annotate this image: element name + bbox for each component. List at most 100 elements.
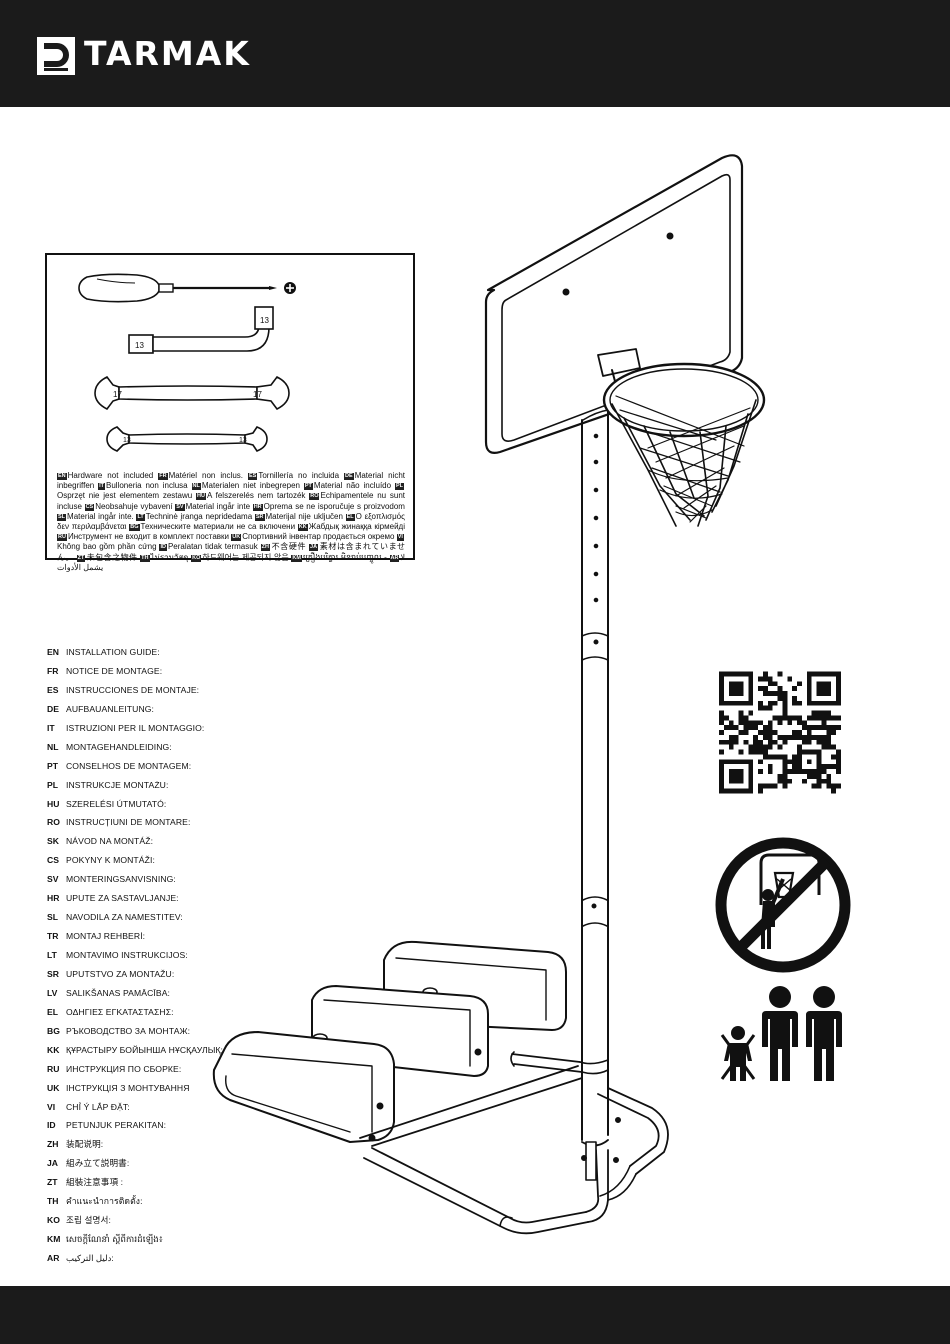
qr-module [826,691,832,696]
qr-module [826,783,832,789]
qr-module [753,744,759,750]
qr-module [719,769,724,774]
qr-module [821,720,827,726]
qr-module [767,730,773,735]
language-code: ZT [47,1177,58,1188]
language-label: MONTAVIMO INSTRUKCIJOS: [66,950,188,960]
qr-module [733,671,739,677]
notice-language-code: ZT [76,554,86,562]
qr-module [777,720,783,726]
qr-module [748,671,754,677]
qr-module [772,783,778,789]
qr-module [821,681,827,687]
qr-module [782,764,788,770]
qr-module [816,671,822,677]
qr-module [777,754,783,760]
notice-language-code: IT [98,483,106,491]
language-label: UPUTSTVO ZA MONTAŽU: [66,968,175,979]
notice-text: Matériel non inclus. [168,471,244,480]
qr-module [728,744,734,750]
qr-module [806,749,812,755]
qr-module [816,759,822,765]
qr-module [719,783,724,789]
qr-module [772,681,778,687]
qr-module [816,773,822,779]
qr-module [777,695,783,701]
qr-module [787,734,793,740]
qr-module [811,734,817,740]
qr-module [811,725,817,731]
qr-module [758,700,763,706]
qr-module [782,710,788,716]
notice-language-code: ID [159,544,167,552]
qr-module [748,764,754,770]
qr-module [743,725,749,731]
language-label: INSTRUCCIONES DE MONTAJE: [66,684,200,695]
notice-text: Жабдық жинаққа кірмейді [308,522,405,532]
qr-module [728,778,734,784]
qr-module [719,759,724,765]
notice-language-code: UK [231,534,242,542]
open-end-wrench-icon [94,375,290,411]
qr-module [806,730,812,735]
qr-module [797,749,802,755]
qr-module [748,681,754,687]
notice-text: Không bao gồm phần cứng [57,542,157,552]
language-code: HU [47,798,60,809]
qr-module [767,754,773,760]
qr-module [743,730,749,735]
language-label: دليل التركيب: [66,1253,114,1263]
notice-text: Techninė įranga nepridedama [145,511,253,521]
language-item: BG РЪКОВОДСТВО ЗА МОНТАЖ: [47,1022,287,1041]
qr-module [743,715,749,721]
language-code: CS [47,855,59,866]
language-code: SL [47,912,58,923]
qr-module [733,778,739,784]
language-code: BG [47,1025,60,1036]
qr-module [811,710,817,716]
qr-module [723,715,729,721]
language-code: ID [47,1120,56,1131]
qr-module [719,676,724,682]
qr-module [826,764,832,770]
qr-module [831,744,837,750]
notice-language-code: KO [191,554,202,562]
qr-module [748,676,754,682]
language-label: РЪКОВОДСТВО ЗА МОНТАЖ: [66,1025,191,1036]
qr-module [762,686,768,692]
qr-module [821,700,827,706]
qr-module [767,691,773,696]
qr-module [777,715,783,721]
qr-module [836,681,841,687]
qr-module [762,730,768,735]
qr-module [782,783,788,789]
qr-module [826,739,832,745]
qr-module [719,715,724,721]
language-code: RU [47,1063,60,1074]
qr-module [836,754,841,760]
qr-module [806,773,812,779]
qr-module [797,769,802,774]
notice-text: Спортивний інвентар продається окремо [242,532,395,542]
qr-module [821,691,827,696]
qr-module [816,725,822,731]
notice-language-code: ZH [260,544,270,552]
language-code: FR [47,665,59,676]
qr-module [748,691,754,696]
notice-text: Material ingår inte [185,501,251,511]
language-code: VI [47,1101,56,1112]
qr-module [762,691,768,696]
qr-module [787,778,793,784]
qr-module [767,705,773,711]
qr-module [816,739,822,745]
qr-module [762,749,768,755]
